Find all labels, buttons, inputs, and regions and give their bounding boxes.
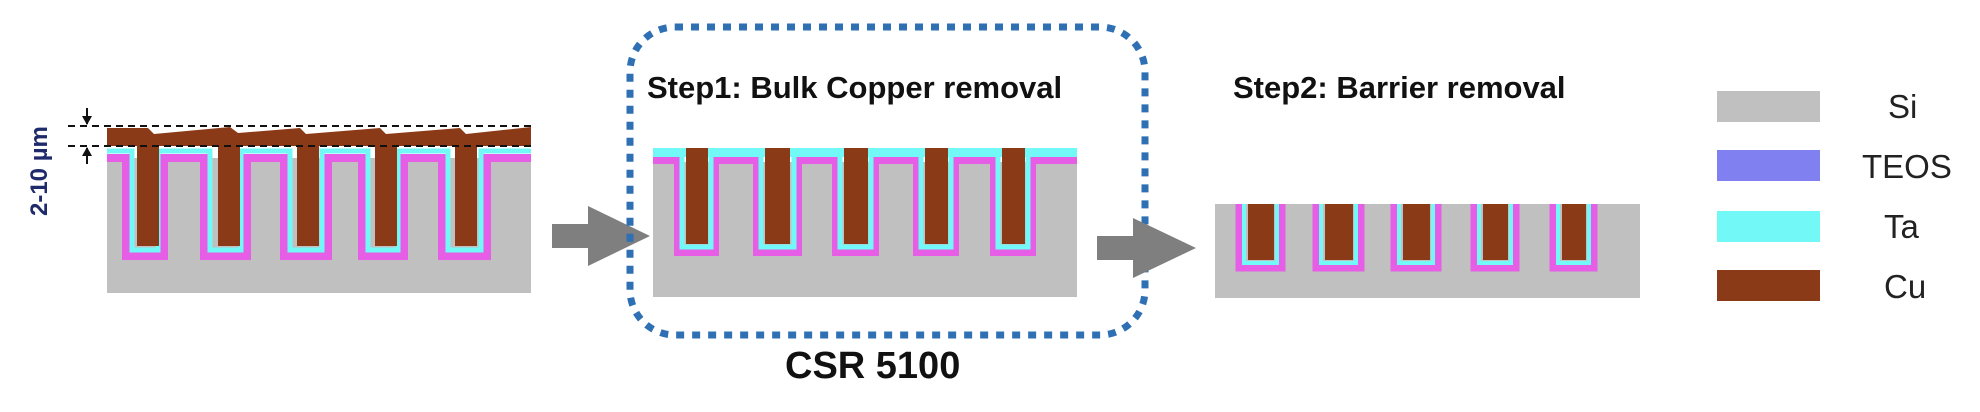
ta-barrier	[1242, 204, 1591, 265]
cu-plug	[686, 148, 708, 244]
cu-plug	[925, 148, 948, 244]
teos-liner	[107, 154, 531, 260]
cu-plug	[765, 148, 790, 244]
cu-plug	[455, 146, 477, 246]
teos-liner	[653, 156, 1077, 256]
legend-swatch-teos	[1717, 150, 1820, 181]
step2-title: Step2: Barrier removal	[1233, 70, 1566, 105]
thickness-label: 2-10 µm	[26, 126, 53, 216]
step2-wafer-cross-section	[1215, 204, 1640, 298]
cu-plug	[1403, 204, 1430, 260]
legend-swatch-si	[1717, 91, 1820, 122]
cu-plug	[375, 146, 397, 246]
cu-plug	[1002, 148, 1025, 244]
step1-highlight-box	[626, 23, 1149, 339]
dimension-arrowhead-bottom	[82, 147, 92, 156]
cu-plug	[137, 146, 159, 246]
legend-label-ta: Ta	[1884, 208, 1919, 245]
cu-plug	[1248, 204, 1274, 260]
legend-label-cu: Cu	[1884, 268, 1927, 305]
cu-plug	[218, 146, 240, 246]
cu-plug	[297, 146, 319, 246]
tool-label: CSR 5100	[785, 345, 961, 387]
process-arrow-2	[1097, 218, 1196, 278]
cu-plug	[844, 148, 868, 244]
cu-plug	[1325, 204, 1353, 260]
legend-swatch-cu	[1717, 270, 1820, 301]
teos-liner	[1235, 204, 1598, 272]
dimension-arrowhead-top	[82, 116, 92, 125]
initial-wafer-cross-section	[68, 108, 535, 293]
step1-title: Step1: Bulk Copper removal	[647, 70, 1063, 105]
cu-plug	[1562, 204, 1586, 260]
step1-wafer-cross-section	[653, 148, 1077, 297]
legend-label-si: Si	[1888, 88, 1918, 125]
legend-swatch-ta	[1717, 211, 1820, 242]
cu-overburden	[107, 127, 531, 146]
legend-label-teos: TEOS	[1862, 148, 1952, 185]
cu-plug	[1483, 204, 1508, 260]
process-arrow-1	[552, 206, 650, 266]
legend	[1717, 91, 1820, 301]
ta-barrier-walls	[679, 154, 1031, 250]
